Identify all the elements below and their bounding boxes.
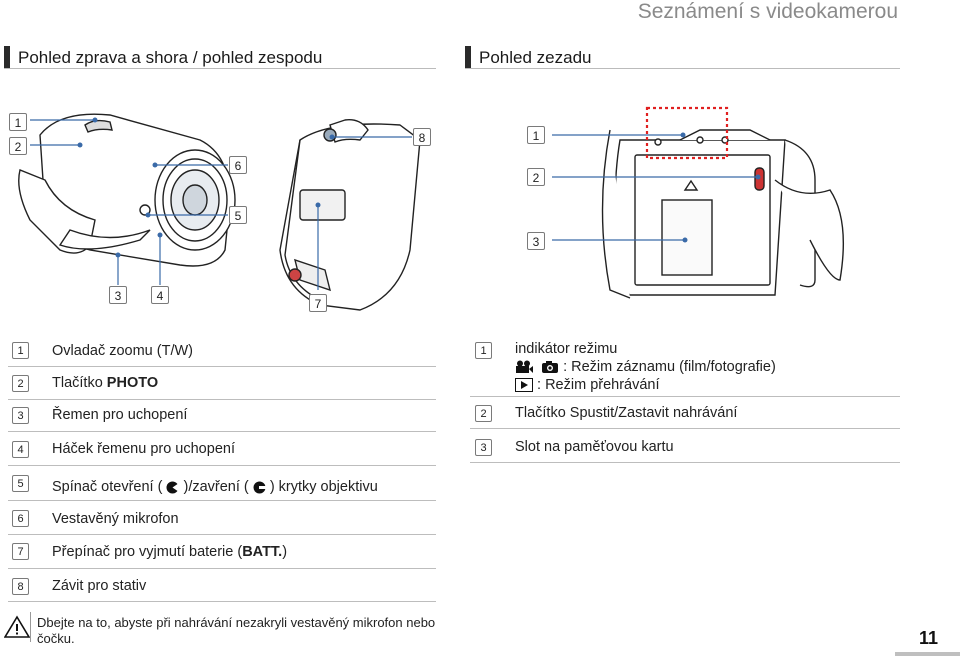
list-item: Závit pro stativ: [52, 578, 147, 594]
section-title-rear: Pohled zezadu: [465, 46, 899, 68]
camcorder-side-top-illustration: [18, 113, 421, 311]
callout-right-2: 2: [527, 168, 545, 186]
list-num: 2: [12, 375, 29, 392]
callout-left-2: 2: [9, 137, 27, 155]
list-item: Řemen pro uchopení: [52, 407, 188, 423]
running-header: Seznámení s videokamerou: [637, 0, 898, 23]
callout-right-3: 3: [527, 232, 545, 250]
callout-left-4: 4: [151, 286, 169, 304]
list-item: Tlačítko Spustit/Zastavit nahrávání: [515, 405, 738, 421]
list-num: 3: [12, 407, 29, 424]
row-divider: [8, 534, 436, 535]
list-item: Přepínač pro vyjmutí baterie (BATT.): [52, 544, 288, 560]
playback-mode-icon: [515, 378, 533, 393]
list-item: Vestavěný mikrofon: [52, 511, 179, 527]
list-num: 1: [475, 342, 492, 359]
camcorder-rear-illustration: [552, 106, 844, 299]
section-rule: [465, 68, 900, 69]
row-divider: [8, 465, 436, 466]
section-rule: [4, 68, 436, 69]
callout-left-3: 3: [109, 286, 127, 304]
row-divider: [8, 500, 436, 501]
photo-mode-icon: [542, 361, 559, 374]
list-num: 5: [12, 475, 29, 492]
list-item: Tlačítko PHOTO: [52, 375, 159, 391]
list-item: Slot na paměťovou kartu: [515, 439, 674, 455]
warning-divider: [30, 612, 31, 642]
callout-left-8: 8: [413, 128, 431, 146]
list-num: 3: [475, 439, 492, 456]
row-divider: [8, 366, 436, 367]
section-title-right-top-bottom: Pohled zprava a shora / pohled zespodu: [4, 46, 438, 68]
warning-icon: [4, 615, 30, 638]
list-item: Ovladač zoomu (T/W): [52, 343, 193, 359]
row-divider: [470, 428, 900, 429]
page-number: 11: [918, 628, 938, 648]
page-number-bar: [895, 652, 960, 656]
callout-left-5: 5: [229, 206, 247, 224]
list-item-mode-indicator: indikátor režimu : Režim záznamu (film/f…: [515, 341, 776, 393]
callout-left-7: 7: [309, 294, 327, 312]
row-divider: [8, 568, 436, 569]
list-num: 2: [475, 405, 492, 422]
row-divider: [470, 462, 900, 463]
row-divider: [8, 399, 436, 400]
list-num: 1: [12, 342, 29, 359]
row-divider: [8, 431, 436, 432]
lens-cover-open-icon: [166, 481, 180, 494]
row-divider: [8, 601, 436, 602]
callout-right-1: 1: [527, 126, 545, 144]
row-divider: [470, 396, 900, 397]
video-mode-icon: [516, 360, 533, 374]
list-item: Háček řemenu pro uchopení: [52, 441, 235, 457]
list-num: 6: [12, 510, 29, 527]
list-num: 7: [12, 543, 29, 560]
lens-cover-close-icon: [253, 481, 266, 494]
callout-left-6: 6: [229, 156, 247, 174]
warning-note: Dbejte na to, abyste při nahrávání nezak…: [37, 615, 436, 646]
callout-left-1: 1: [9, 113, 27, 131]
list-num: 4: [12, 441, 29, 458]
list-num: 8: [12, 578, 29, 595]
list-item: Spínač otevření ( )/zavření ( ) krytky o…: [52, 479, 378, 495]
